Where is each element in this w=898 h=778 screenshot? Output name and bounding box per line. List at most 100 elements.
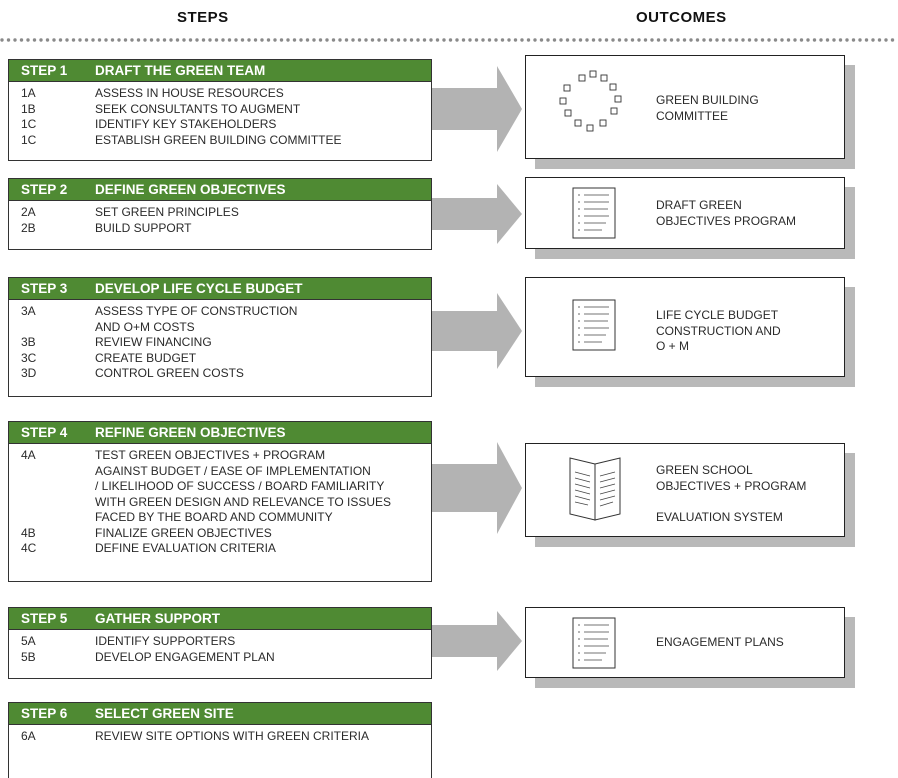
outcome-text: GREEN BUILDING COMMITTEE bbox=[656, 93, 759, 123]
committee-icon bbox=[559, 70, 622, 132]
step-item: 1C ESTABLISH GREEN BUILDING COMMITTEE bbox=[9, 133, 431, 149]
item-code: 5B bbox=[21, 649, 36, 664]
step-item: 4B FINALIZE GREEN OBJECTIVES bbox=[9, 526, 431, 542]
item-code: 2B bbox=[21, 220, 36, 235]
item-text: CONTROL GREEN COSTS bbox=[95, 366, 244, 380]
step-item: 2A SET GREEN PRINCIPLES bbox=[9, 205, 431, 221]
step-item: 3D CONTROL GREEN COSTS bbox=[9, 366, 431, 382]
item-code: 3A bbox=[21, 304, 36, 318]
item-text: CREATE BUDGET bbox=[95, 350, 197, 365]
step-number: STEP 2 bbox=[21, 182, 68, 197]
step-title: DRAFT THE GREEN TEAM bbox=[95, 63, 266, 78]
outcomes-header: OUTCOMES bbox=[636, 9, 727, 26]
item-code: 3C bbox=[21, 350, 37, 365]
item-code: 1C bbox=[21, 117, 37, 131]
flow-arrow-3 bbox=[432, 293, 522, 369]
item-code: 4C bbox=[21, 541, 37, 555]
step-header: STEP 4 REFINE GREEN OBJECTIVES bbox=[9, 422, 431, 444]
step-title: DEVELOP LIFE CYCLE BUDGET bbox=[95, 281, 303, 296]
flow-arrow-1 bbox=[432, 66, 522, 152]
step-box-4: STEP 4 REFINE GREEN OBJECTIVES 4A TEST GR… bbox=[8, 421, 432, 582]
step-item: 2B BUILD SUPPORT bbox=[9, 221, 431, 237]
open-book-icon bbox=[569, 457, 621, 521]
step-number: STEP 1 bbox=[21, 63, 68, 78]
step-item: 1C IDENTIFY KEY STAKEHOLDERS bbox=[9, 117, 431, 133]
item-text: DEFINE EVALUATION CRITERIA bbox=[95, 541, 276, 555]
item-text: DEVELOP ENGAGEMENT PLAN bbox=[95, 649, 275, 664]
steps-header: STEPS bbox=[177, 9, 229, 26]
item-text: SET GREEN PRINCIPLES bbox=[95, 205, 239, 219]
item-text: ESTABLISH GREEN BUILDING COMMITTEE bbox=[95, 132, 342, 147]
step-title: SELECT GREEN SITE bbox=[95, 706, 234, 721]
item-text: IDENTIFY KEY STAKEHOLDERS bbox=[95, 117, 277, 131]
outcome-text: GREEN SCHOOL OBJECTIVES + PROGRAM EVALUA… bbox=[656, 463, 807, 524]
step-item: 5B DEVELOP ENGAGEMENT PLAN bbox=[9, 650, 431, 666]
item-text: ASSESS IN HOUSE RESOURCES bbox=[95, 86, 284, 100]
item-code: 6A bbox=[21, 729, 36, 743]
step-item: 5A IDENTIFY SUPPORTERS bbox=[9, 634, 431, 650]
outcome-frame: LIFE CYCLE BUDGET CONSTRUCTION AND O + M bbox=[525, 277, 845, 377]
item-text: SEEK CONSULTANTS TO AUGMENT bbox=[95, 101, 301, 116]
item-code: 3B bbox=[21, 335, 36, 349]
step-item: 3C CREATE BUDGET bbox=[9, 351, 431, 367]
step-box-5: STEP 5 GATHER SUPPORT 5A IDENTIFY SUPPORT… bbox=[8, 607, 432, 679]
item-text: REVIEW SITE OPTIONS WITH GREEN CRITERIA bbox=[95, 729, 370, 743]
flow-arrow-5 bbox=[432, 611, 522, 671]
step-header: STEP 3 DEVELOP LIFE CYCLE BUDGET bbox=[9, 278, 431, 300]
outcome-frame: ENGAGEMENT PLANS bbox=[525, 607, 845, 678]
outcome-text: DRAFT GREEN OBJECTIVES PROGRAM bbox=[656, 198, 797, 228]
outcome-box-5: ENGAGEMENT PLANS bbox=[525, 607, 855, 688]
item-code: 3D bbox=[21, 366, 37, 380]
step-item: 1A ASSESS IN HOUSE RESOURCES bbox=[9, 86, 431, 102]
step-box-3: STEP 3 DEVELOP LIFE CYCLE BUDGET 3A ASSES… bbox=[8, 277, 432, 397]
item-text: IDENTIFY SUPPORTERS bbox=[95, 634, 236, 648]
outcome-frame: GREEN BUILDING COMMITTEE bbox=[525, 55, 845, 159]
step-header: STEP 2 DEFINE GREEN OBJECTIVES bbox=[9, 179, 431, 201]
item-code: 1B bbox=[21, 101, 36, 116]
flow-arrow-2 bbox=[432, 184, 522, 244]
step-item: 1B SEEK CONSULTANTS TO AUGMENT bbox=[9, 102, 431, 118]
item-text: TEST GREEN OBJECTIVES + PROGRAM AGAINST … bbox=[95, 448, 392, 524]
item-code: 1A bbox=[21, 86, 36, 100]
outcome-box-1: GREEN BUILDING COMMITTEE bbox=[525, 55, 855, 169]
flow-arrow-4 bbox=[432, 442, 522, 534]
step-number: STEP 3 bbox=[21, 281, 68, 296]
item-text: BUILD SUPPORT bbox=[95, 220, 192, 235]
step-box-1: STEP 1 DRAFT THE GREEN TEAM 1A ASSESS IN … bbox=[8, 59, 432, 161]
document-icon bbox=[572, 187, 616, 239]
outcome-frame: GREEN SCHOOL OBJECTIVES + PROGRAM EVALUA… bbox=[525, 443, 845, 537]
item-text: REVIEW FINANCING bbox=[95, 335, 212, 349]
step-header: STEP 1 DRAFT THE GREEN TEAM bbox=[9, 60, 431, 82]
item-text: ASSESS TYPE OF CONSTRUCTION AND O+M COST… bbox=[95, 304, 298, 334]
outcome-box-4: GREEN SCHOOL OBJECTIVES + PROGRAM EVALUA… bbox=[525, 443, 855, 547]
dotted-divider bbox=[0, 38, 898, 42]
item-code: 5A bbox=[21, 634, 36, 648]
outcome-box-2: DRAFT GREEN OBJECTIVES PROGRAM bbox=[525, 177, 855, 259]
document-icon bbox=[572, 299, 616, 351]
document-icon bbox=[572, 617, 616, 669]
item-code: 2A bbox=[21, 205, 36, 219]
step-title: GATHER SUPPORT bbox=[95, 611, 221, 626]
outcome-text: ENGAGEMENT PLANS bbox=[656, 635, 784, 649]
step-item: 6A REVIEW SITE OPTIONS WITH GREEN CRITERI… bbox=[9, 729, 431, 745]
item-code: 1C bbox=[21, 132, 37, 147]
step-item: 4C DEFINE EVALUATION CRITERIA bbox=[9, 541, 431, 557]
step-header: STEP 6 SELECT GREEN SITE bbox=[9, 703, 431, 725]
item-code: 4A bbox=[21, 448, 36, 462]
step-box-6: STEP 6 SELECT GREEN SITE 6A REVIEW SITE O… bbox=[8, 702, 432, 778]
item-code: 4B bbox=[21, 525, 36, 540]
outcome-frame: DRAFT GREEN OBJECTIVES PROGRAM bbox=[525, 177, 845, 249]
step-item: 3A ASSESS TYPE OF CONSTRUCTION AND O+M CO… bbox=[9, 304, 431, 335]
step-number: STEP 6 bbox=[21, 706, 68, 721]
step-item: 3B REVIEW FINANCING bbox=[9, 335, 431, 351]
step-number: STEP 4 bbox=[21, 425, 68, 440]
item-text: FINALIZE GREEN OBJECTIVES bbox=[95, 525, 272, 540]
step-header: STEP 5 GATHER SUPPORT bbox=[9, 608, 431, 630]
outcome-text: LIFE CYCLE BUDGET CONSTRUCTION AND O + M bbox=[656, 308, 781, 353]
step-title: REFINE GREEN OBJECTIVES bbox=[95, 425, 286, 440]
step-item: 4A TEST GREEN OBJECTIVES + PROGRAM AGAINS… bbox=[9, 448, 431, 526]
step-title: DEFINE GREEN OBJECTIVES bbox=[95, 182, 286, 197]
step-number: STEP 5 bbox=[21, 611, 68, 626]
outcome-box-3: LIFE CYCLE BUDGET CONSTRUCTION AND O + M bbox=[525, 277, 855, 387]
step-box-2: STEP 2 DEFINE GREEN OBJECTIVES 2A SET GRE… bbox=[8, 178, 432, 250]
